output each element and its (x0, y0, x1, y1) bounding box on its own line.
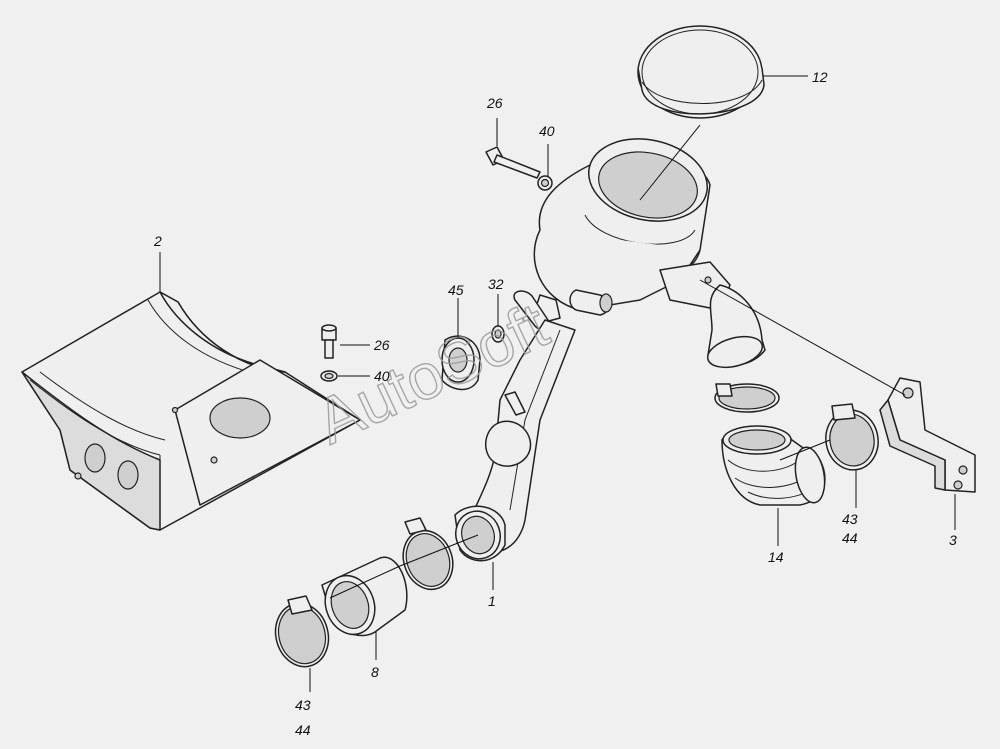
callout-3: 3 (949, 532, 957, 548)
callout-32: 32 (488, 276, 504, 292)
callout-labels: 12 26 40 2 45 32 26 40 1 8 43 44 14 43 4… (153, 69, 957, 738)
part-heat-shield (21, 291, 361, 531)
callout-26-lower: 26 (373, 337, 390, 353)
part-clamp-mid (402, 517, 454, 591)
callout-44-right: 44 (842, 530, 858, 546)
callout-43-left: 43 (295, 697, 311, 713)
callout-2: 2 (153, 233, 162, 249)
callout-8: 8 (371, 664, 379, 680)
part-sleeve (321, 556, 408, 637)
callout-14: 14 (768, 549, 784, 565)
part-clamp-top (714, 383, 780, 413)
part-bracket (879, 377, 976, 493)
callout-40-lower: 40 (374, 368, 390, 384)
callout-44-left: 44 (295, 722, 311, 738)
part-clamp-lower (274, 595, 330, 668)
part-bolt-upper (485, 146, 553, 191)
part-intake-housing (513, 138, 766, 369)
part-bushing (441, 325, 505, 391)
callout-43-right: 43 (842, 511, 858, 527)
callout-12: 12 (812, 69, 828, 85)
part-bolt-lower (320, 324, 338, 382)
part-pipe (469, 319, 576, 553)
callout-45: 45 (448, 282, 464, 298)
callout-26-upper: 26 (486, 95, 503, 111)
callout-1: 1 (488, 593, 496, 609)
part-cap (637, 25, 765, 119)
callout-40-upper: 40 (539, 123, 555, 139)
part-clamp-right (825, 403, 879, 471)
leader-lines (159, 75, 956, 692)
part-elbow-hose (721, 425, 826, 506)
